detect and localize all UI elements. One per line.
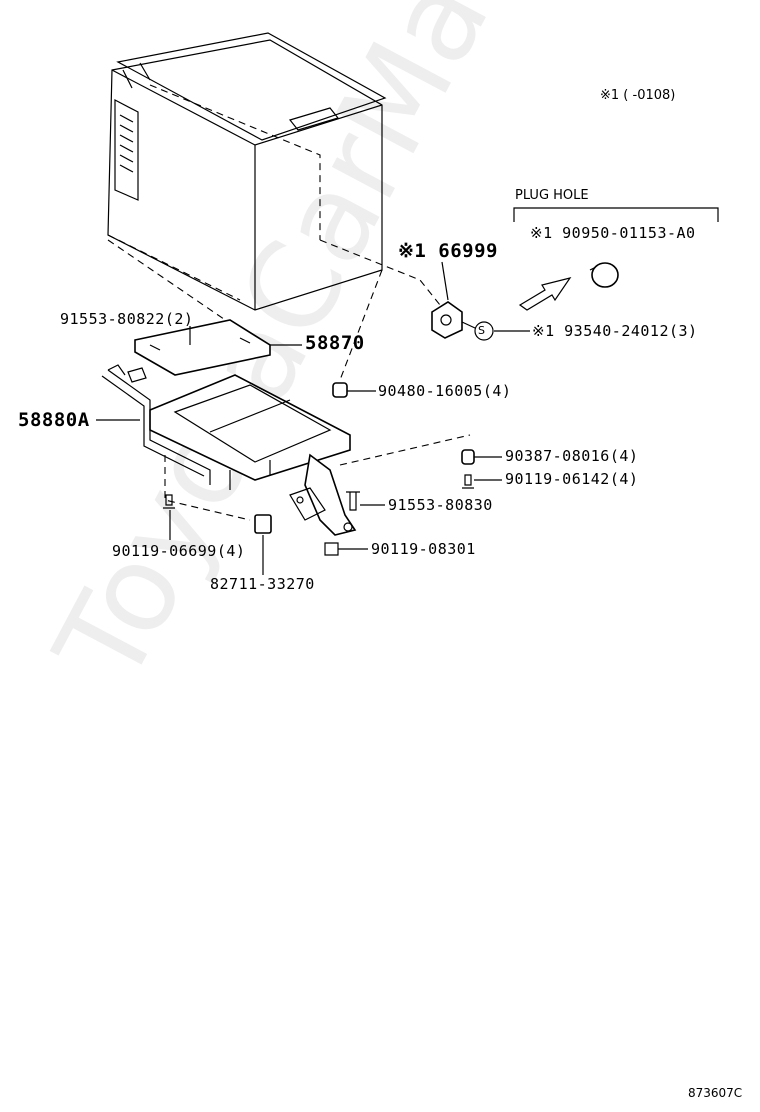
- label-90119-06142: 90119-06142(4): [505, 470, 639, 488]
- label-90119-08301: 90119-08301: [371, 540, 476, 558]
- plug-hole-part: [589, 262, 619, 288]
- s-marker-label: S: [478, 324, 485, 337]
- s-marker-circle: [474, 321, 494, 341]
- bracket-58870: [134, 319, 271, 376]
- label-90950-01153-A0: ※1 90950-01153-A0: [530, 224, 696, 242]
- label-91553-80822: 91553-80822(2): [60, 310, 194, 328]
- label-91553-80830: 91553-80830: [388, 496, 493, 514]
- arrow-to-plug: [518, 277, 572, 311]
- clip-66999: [431, 301, 463, 339]
- diagram-code: 873607C: [688, 1086, 743, 1100]
- battery-box: [107, 32, 441, 311]
- label-66999: ※1 66999: [398, 240, 498, 262]
- tray-58880A: [101, 369, 351, 521]
- label-93540-24012: ※1 93540-24012(3): [532, 322, 698, 340]
- plug-hole-title: PLUG HOLE: [515, 188, 589, 203]
- label-90387-08016: 90387-08016(4): [505, 447, 639, 465]
- footnote: ※1 ( -0108): [600, 88, 676, 103]
- label-58870: 58870: [305, 332, 365, 354]
- leader-lines: [96, 261, 530, 575]
- label-90119-06699: 90119-06699(4): [112, 542, 246, 560]
- label-82711-33270: 82711-33270: [210, 575, 315, 593]
- stay: [289, 453, 357, 536]
- label-58880A: 58880A: [18, 409, 90, 431]
- label-90480-16005: 90480-16005(4): [378, 382, 512, 400]
- plug-hole-bracket: [513, 207, 719, 222]
